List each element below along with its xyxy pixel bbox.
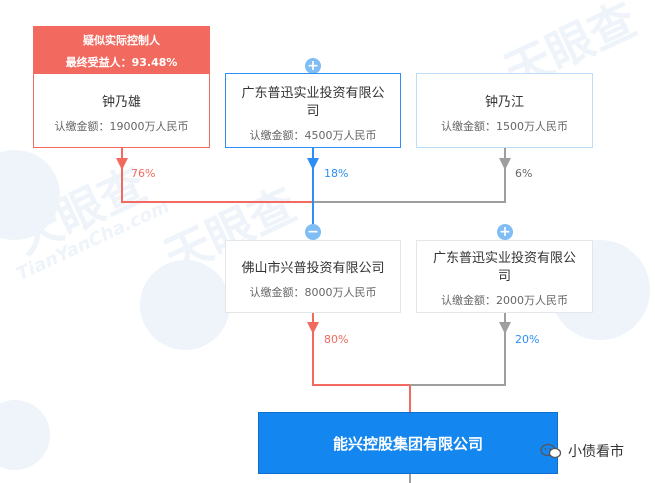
node-amount: 认缴金额：1500万人民币 xyxy=(441,120,568,133)
share-percent: 80% xyxy=(324,333,349,346)
arrow-red-bottom xyxy=(307,322,319,334)
arrow-red-top xyxy=(116,158,128,170)
shareholder-node-puxun-top[interactable]: 广东普迅实业投资有限公司 认缴金额：4500万人民币 xyxy=(225,73,401,148)
arrow-gray-top xyxy=(499,158,511,170)
node-name: 广东普迅实业投资有限公司 xyxy=(241,86,385,119)
share-percent: 6% xyxy=(515,167,533,180)
wechat-icon xyxy=(540,443,562,459)
shareholder-node-foshan-xingpu[interactable]: 佛山市兴普投资有限公司 认缴金额：8000万人民币 xyxy=(225,240,401,313)
share-percent: 76% xyxy=(131,167,156,180)
node-name: 佛山市兴普投资有限公司 xyxy=(241,261,385,276)
wechat-label: 小债看市 xyxy=(568,444,624,460)
shareholder-node-zhongnaixiong[interactable]: 钟乃雄 认缴金额：19000万人民币 xyxy=(33,73,210,148)
expand-button[interactable]: + xyxy=(305,58,321,74)
expand-button[interactable]: + xyxy=(497,224,513,240)
wechat-source: 小债看市 xyxy=(540,441,624,461)
node-amount: 认缴金额：4500万人民币 xyxy=(249,129,377,142)
collapse-button[interactable]: − xyxy=(305,224,321,240)
target-company[interactable]: 能兴控股集团有限公司 xyxy=(258,412,558,474)
node-name: 广东普迅实业投资有限公司 xyxy=(432,251,576,284)
controller-badge: 疑似实际控制人 最终受益人：93.48% xyxy=(33,26,210,73)
shareholder-node-puxun-mid[interactable]: 广东普迅实业投资有限公司 认缴金额：2000万人民币 xyxy=(416,240,593,313)
badge-beneficiary: 最终受益人：93.48% xyxy=(65,56,178,69)
badge-title: 疑似实际控制人 xyxy=(83,34,160,47)
node-amount: 认缴金额：19000万人民币 xyxy=(54,120,189,133)
shareholder-node-zhongnaijiang[interactable]: 钟乃江 认缴金额：1500万人民币 xyxy=(416,73,593,148)
node-name: 钟乃雄 xyxy=(101,95,141,110)
share-percent: 20% xyxy=(515,333,540,346)
connector-gray-bottom xyxy=(410,313,506,386)
watermark-logo xyxy=(140,260,230,350)
node-name: 钟乃江 xyxy=(484,95,524,110)
node-amount: 认缴金额：2000万人民币 xyxy=(441,294,568,307)
connector-red-bottom xyxy=(312,313,411,412)
arrow-gray-bottom xyxy=(499,322,511,334)
node-amount: 认缴金额：8000万人民币 xyxy=(249,286,377,299)
arrow-blue-top xyxy=(307,158,319,170)
share-percent: 18% xyxy=(324,167,349,180)
